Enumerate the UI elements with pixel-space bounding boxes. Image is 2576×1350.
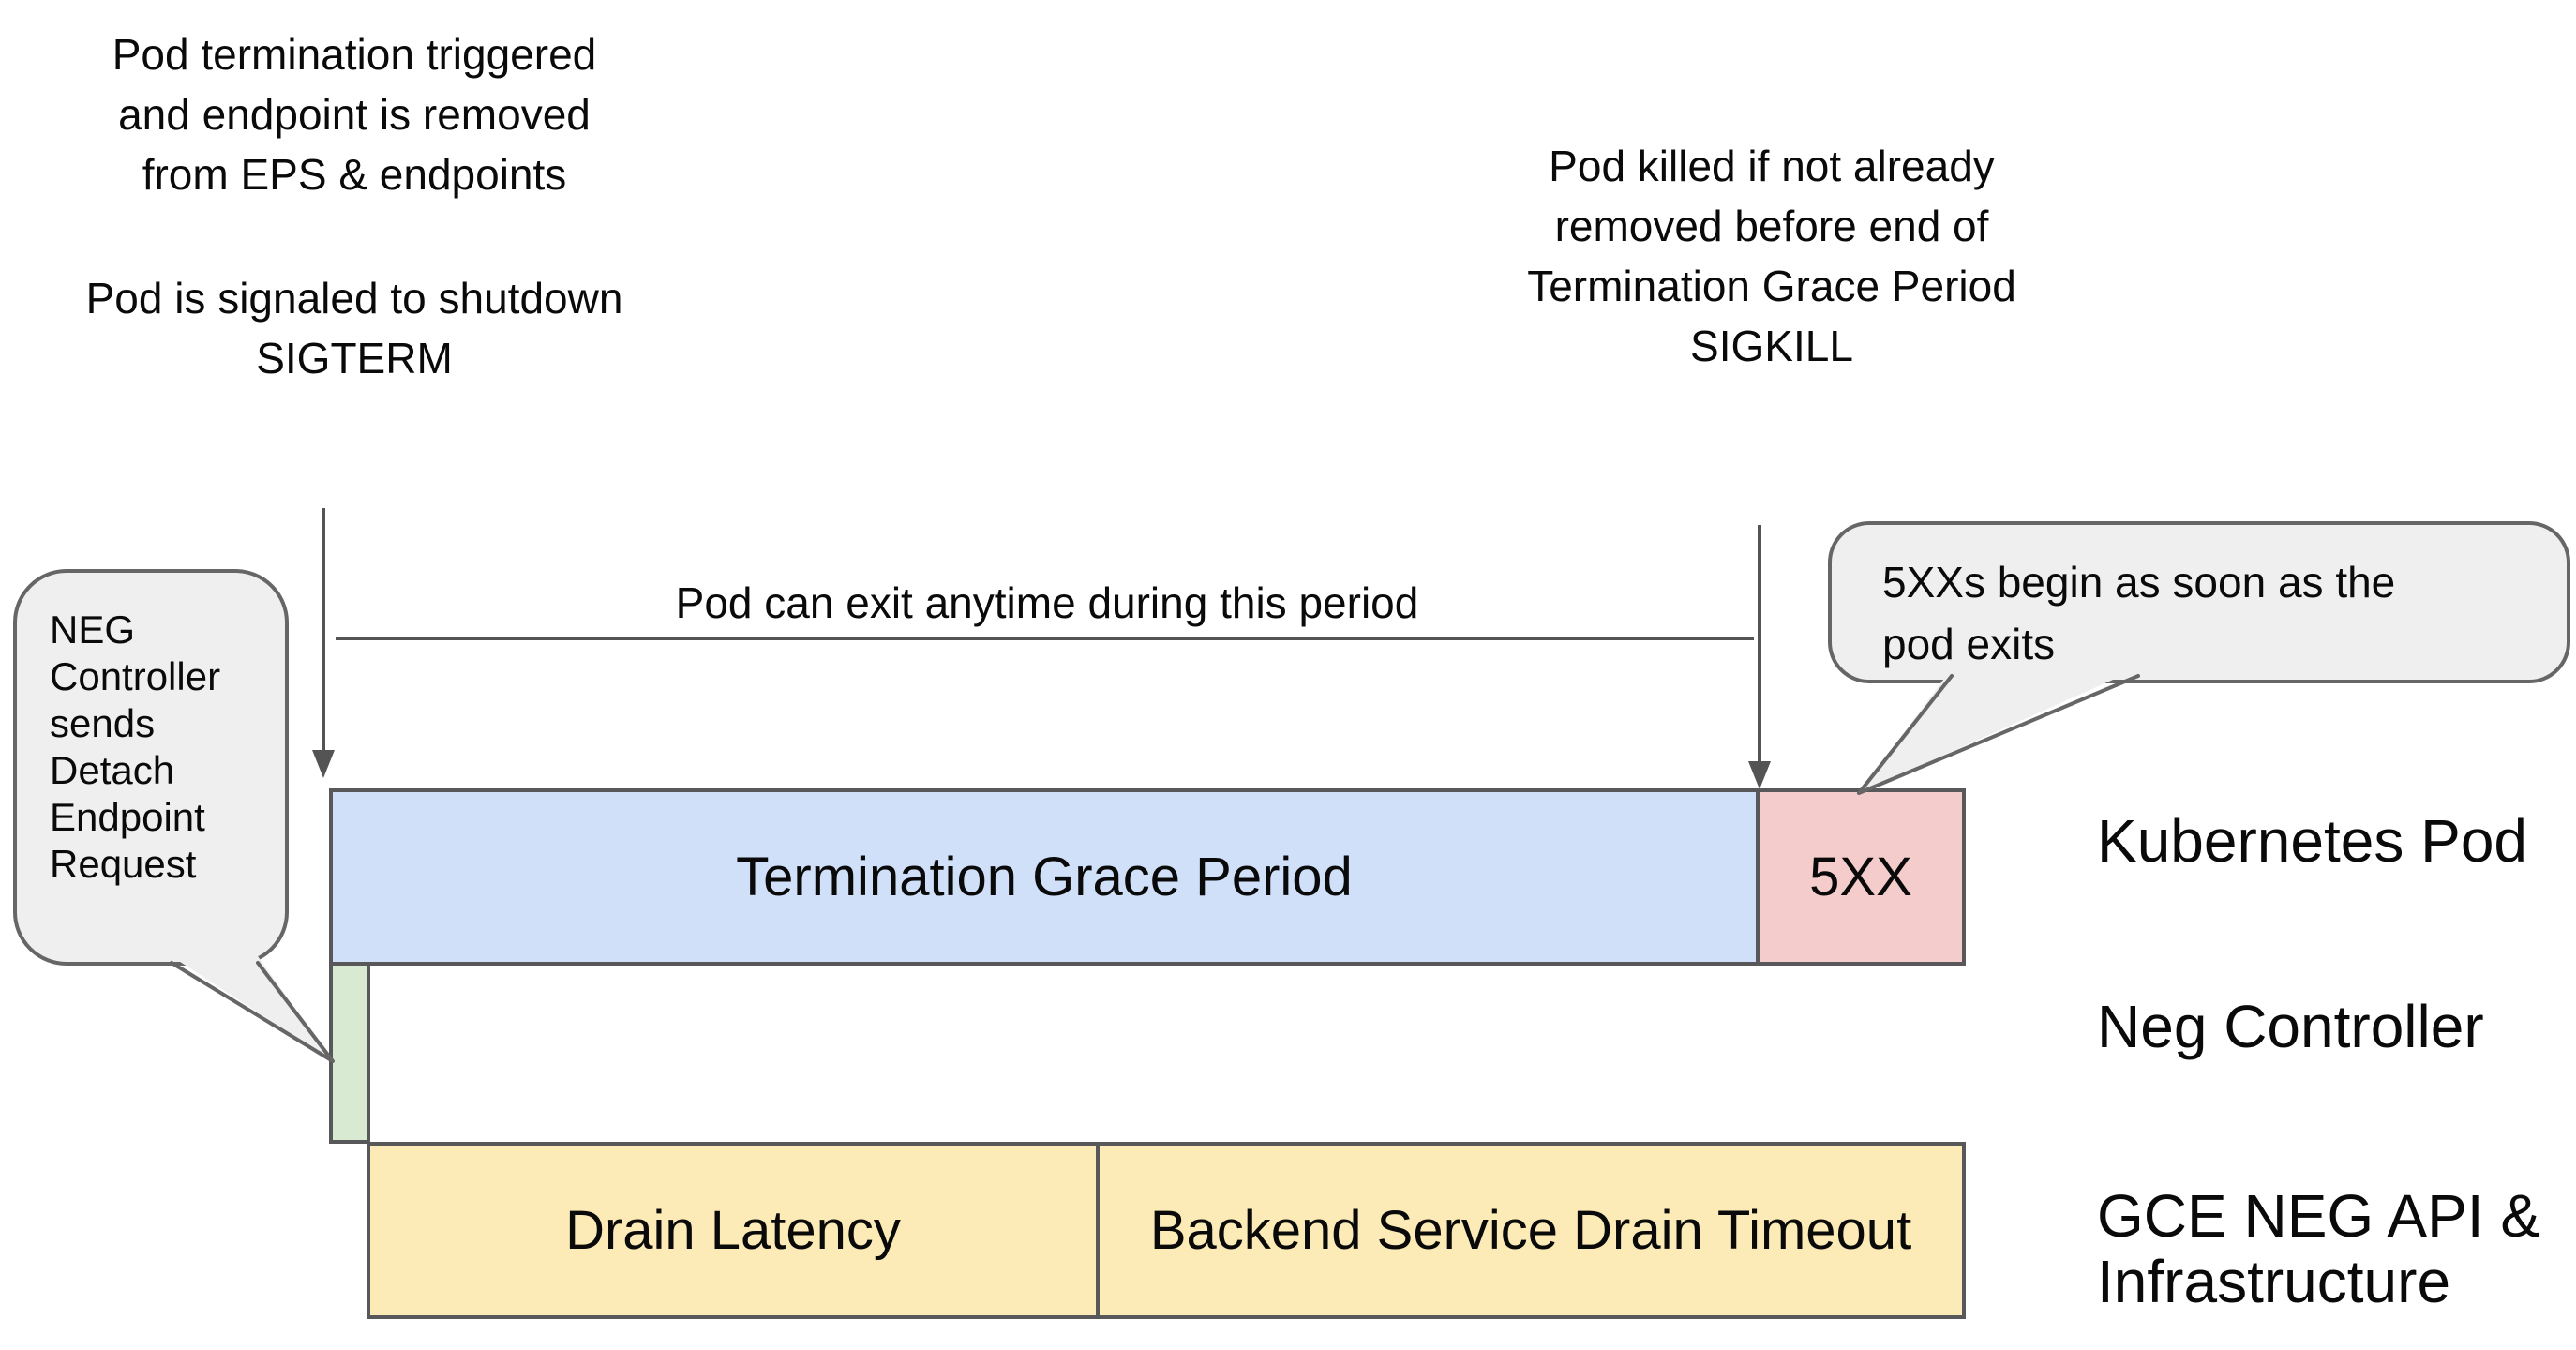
backend-service-drain-timeout-label: Backend Service Drain Timeout	[1149, 1200, 1912, 1261]
sigterm-arrow-icon	[312, 508, 335, 778]
pod-exit-period-label: Pod can exit anytime during this period	[675, 578, 1419, 627]
drain-latency-label: Drain Latency	[565, 1200, 901, 1261]
termination-grace-period-segment: Termination Grace Period	[333, 792, 1756, 962]
annotation-line: Termination Grace Period	[1527, 262, 2016, 310]
annotation-line: Pod is signaled to shutdown	[85, 274, 623, 322]
callout-line: Controller	[50, 654, 221, 698]
lane-label-line: Infrastructure	[2097, 1248, 2451, 1315]
callout-tail-icon	[1857, 674, 2140, 795]
annotation-line: Pod killed if not already	[1549, 142, 1995, 190]
callout-line: NEG	[50, 608, 136, 652]
5xx-segment: 5XX	[1756, 792, 1962, 962]
annotation-line: and endpoint is removed	[118, 90, 591, 139]
termination-grace-period-label: Termination Grace Period	[736, 847, 1353, 908]
neg-controller-callout-text: NEG Controller sends Detach Endpoint Req…	[50, 607, 220, 888]
annotation-line: SIGTERM	[256, 334, 453, 382]
neg-controller-callout-bubble	[13, 569, 335, 1063]
neg-controller-detach-bar	[329, 962, 370, 1144]
pod-killed-annotation: Pod killed if not already removed before…	[1527, 136, 2016, 376]
annotation-line: Pod termination triggered	[112, 30, 597, 79]
drain-latency-segment: Drain Latency	[370, 1146, 1096, 1315]
kubernetes-pod-lane-label: Kubernetes Pod	[2097, 807, 2527, 875]
annotation-line: SIGKILL	[1690, 322, 1853, 370]
lane-label-line: GCE NEG API &	[2097, 1182, 2541, 1250]
callout-line: Endpoint	[50, 795, 205, 839]
5xx-callout-text: 5XXs begin as soon as the pod exits	[1882, 551, 2395, 675]
5xx-callout-bubble	[1828, 521, 2570, 795]
pod-signaled-annotation: Pod is signaled to shutdown SIGTERM	[86, 268, 623, 388]
callout-line: Request	[50, 842, 197, 886]
neg-controller-lane-label: Neg Controller	[2097, 993, 2484, 1060]
callout-line: pod exits	[1882, 620, 2056, 668]
pod-termination-annotation: Pod termination triggered and endpoint i…	[112, 24, 597, 204]
sigkill-arrow-icon	[1748, 525, 1771, 789]
callout-line: sends	[50, 701, 156, 745]
callout-line: Detach	[50, 748, 175, 792]
gce-neg-api-lane-label: GCE NEG API & Infrastructure	[2097, 1183, 2540, 1314]
5xx-label: 5XX	[1809, 847, 1912, 908]
annotation-line: from EPS & endpoints	[142, 150, 567, 199]
callout-line: 5XXs begin as soon as the	[1882, 558, 2396, 607]
gce-drain-bar: Drain Latency Backend Service Drain Time…	[367, 1142, 1966, 1319]
kubernetes-pod-bar: Termination Grace Period 5XX	[329, 788, 1966, 966]
backend-service-drain-timeout-segment: Backend Service Drain Timeout	[1096, 1146, 1962, 1315]
annotation-line: removed before end of	[1554, 202, 1989, 250]
callout-tail-icon	[170, 961, 335, 1063]
